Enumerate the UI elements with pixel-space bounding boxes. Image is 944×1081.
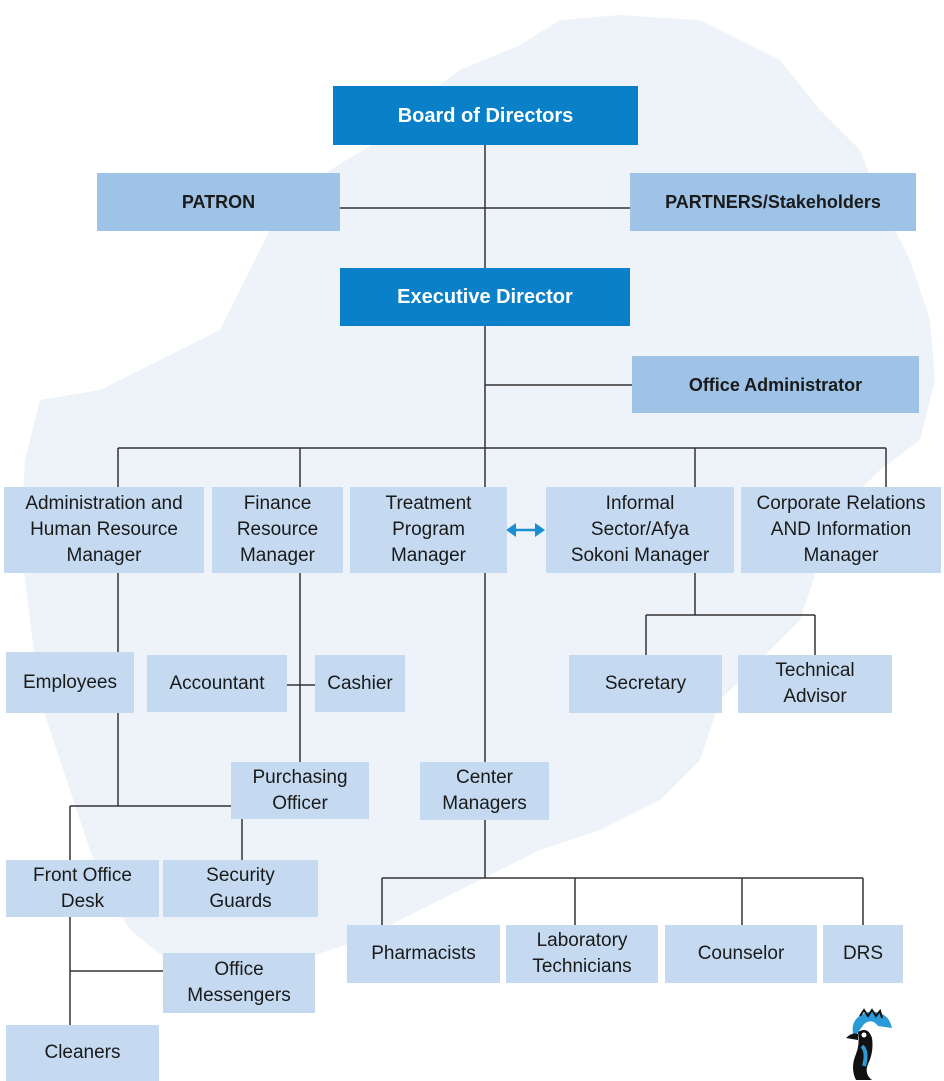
informal-sector-manager-box: Informal Sector/Afya Sokoni Manager bbox=[546, 487, 734, 573]
corporate-relations-manager-box: Corporate Relations AND Information Mana… bbox=[741, 487, 941, 573]
purchasing-officer-box: Purchasing Officer bbox=[231, 762, 369, 819]
admin-hr-manager-box: Administration and Human Resource Manage… bbox=[4, 487, 204, 573]
cleaners-box: Cleaners bbox=[6, 1025, 159, 1081]
double-arrow-icon bbox=[506, 523, 545, 537]
secretary-box: Secretary bbox=[569, 655, 722, 713]
board-of-directors-box: Board of Directors bbox=[333, 86, 638, 145]
accountant-box: Accountant bbox=[147, 655, 287, 712]
counselor-box: Counselor bbox=[665, 925, 817, 983]
front-office-desk-box: Front Office Desk bbox=[6, 860, 159, 917]
drs-box: DRS bbox=[823, 925, 903, 983]
office-messengers-box: Office Messengers bbox=[163, 953, 315, 1013]
pharmacists-box: Pharmacists bbox=[347, 925, 500, 983]
patron-box: PATRON bbox=[97, 173, 340, 231]
laboratory-technicians-box: Laboratory Technicians bbox=[506, 925, 658, 983]
cashier-box: Cashier bbox=[315, 655, 405, 712]
office-administrator-box: Office Administrator bbox=[632, 356, 919, 413]
partners-box: PARTNERS/Stakeholders bbox=[630, 173, 916, 231]
finance-manager-box: Finance Resource Manager bbox=[212, 487, 343, 573]
bird-logo-icon bbox=[846, 1008, 892, 1080]
employees-box: Employees bbox=[6, 652, 134, 713]
technical-advisor-box: Technical Advisor bbox=[738, 655, 892, 713]
security-guards-box: Security Guards bbox=[163, 860, 318, 917]
executive-director-box: Executive Director bbox=[340, 268, 630, 326]
center-managers-box: Center Managers bbox=[420, 762, 549, 820]
treatment-manager-box: Treatment Program Manager bbox=[350, 487, 507, 573]
